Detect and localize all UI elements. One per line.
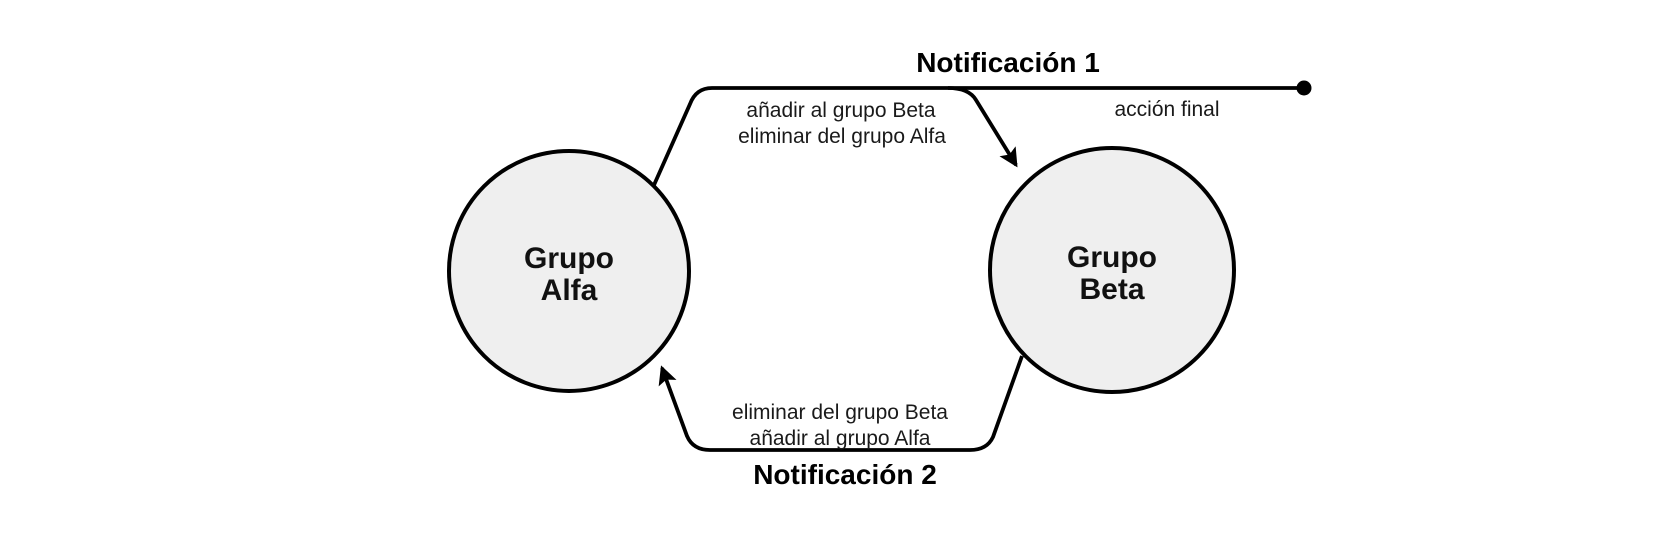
edge-accion-final-label: acción final [1114, 98, 1219, 121]
node-grupo-beta: Grupo Beta [988, 146, 1236, 394]
edge-notificacion-1-label-line2: eliminar del grupo Alfa [738, 125, 946, 148]
edge-notificacion-1-line [652, 86, 1303, 186]
node-grupo-alfa-label-line2: Alfa [541, 274, 598, 307]
edge-notificacion-1-label-line1: añadir al grupo Beta [746, 99, 935, 122]
edge-notificacion-2-label-line2: añadir al grupo Alfa [750, 427, 931, 450]
edge-title-notificacion-2: Notificación 2 [753, 459, 937, 490]
node-grupo-beta-label-line2: Beta [1079, 273, 1144, 306]
edge-notificacion-1-arrow [947, 86, 1018, 168]
node-grupo-beta-label-line1: Grupo [1067, 241, 1157, 274]
node-grupo-beta-circle [988, 146, 1236, 394]
final-state-dot-icon [1296, 80, 1312, 96]
edge-notificacion-2-line [658, 355, 1024, 452]
node-grupo-alfa-label-line1: Grupo [524, 242, 614, 275]
node-grupo-alfa-circle [447, 149, 691, 393]
node-grupo-alfa: Grupo Alfa [447, 149, 691, 393]
edge-notificacion-2-label-line1: eliminar del grupo Beta [732, 401, 948, 424]
edge-title-notificacion-1: Notificación 1 [916, 47, 1100, 78]
